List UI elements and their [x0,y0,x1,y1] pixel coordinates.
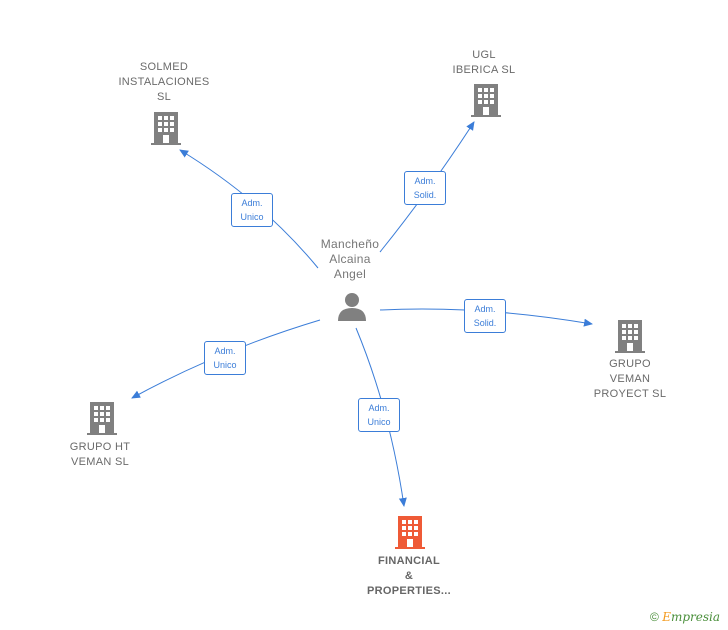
ugl-line-2: IBERICA SL [452,64,516,76]
building-icon-ht-veman[interactable] [86,400,118,436]
veman-proyect-line-2: VEMAN [609,373,651,385]
company-label-solmed[interactable]: SOLMED INSTALACIONES SL [104,60,224,105]
edge-label-veman-proyect[interactable]: Adm. Solid. [464,299,506,333]
center-person-label[interactable]: Mancheño Alcaina Angel [300,237,400,282]
person-icon[interactable] [336,290,368,322]
edge-ht-veman-type: Unico [213,360,237,370]
brand-initial: E [662,610,671,624]
company-label-financial[interactable]: FINANCIAL & PROPERTIES... [350,554,468,599]
financial-line-2: & [404,570,414,582]
company-label-ht-veman[interactable]: GRUPO HT VEMAN SL [50,440,150,470]
edge-label-ht-veman[interactable]: Adm. Unico [204,341,246,375]
center-line-1: Mancheño [320,237,380,251]
ht-veman-line-2: VEMAN SL [70,456,130,468]
building-icon-solmed[interactable] [150,110,182,146]
ugl-line-1: UGL [472,49,496,61]
empresia-watermark: © Empresia [650,610,720,624]
solmed-line-2: INSTALACIONES [118,76,210,88]
ht-veman-line-1: GRUPO HT [69,441,131,453]
edge-ugl-type: Solid. [413,190,437,200]
company-label-veman-proyect[interactable]: GRUPO VEMAN PROYECT SL [578,357,682,402]
edge-label-ugl[interactable]: Adm. Solid. [404,171,446,205]
edge-veman-proyect-type: Solid. [473,318,497,328]
building-icon-veman-proyect[interactable] [614,318,646,354]
company-label-ugl[interactable]: UGL IBERICA SL [434,48,534,78]
brand-name: mpresia [670,610,721,624]
edge-financial-role: Adm. [368,403,390,413]
center-line-3: Angel [333,267,367,281]
edge-ugl-role: Adm. [414,176,436,186]
building-icon-ugl[interactable] [470,82,502,118]
edge-solmed-type: Unico [240,212,264,222]
veman-proyect-line-3: PROYECT SL [593,388,667,400]
edge-label-financial[interactable]: Adm. Unico [358,398,400,432]
edge-ht-veman-role: Adm. [214,346,236,356]
financial-line-3: PROPERTIES... [367,585,451,597]
edge-veman-proyect-role: Adm. [474,304,496,314]
solmed-line-3: SL [156,91,172,103]
financial-line-1: FINANCIAL [378,555,440,567]
edge-financial-type: Unico [367,417,391,427]
copyright-symbol: © [650,610,659,624]
edge-solmed-role: Adm. [241,198,263,208]
edge-label-solmed[interactable]: Adm. Unico [231,193,273,227]
veman-proyect-line-1: GRUPO [609,358,651,370]
solmed-line-1: SOLMED [139,61,189,73]
center-line-2: Alcaina [329,252,371,266]
building-icon-financial[interactable] [394,514,426,550]
